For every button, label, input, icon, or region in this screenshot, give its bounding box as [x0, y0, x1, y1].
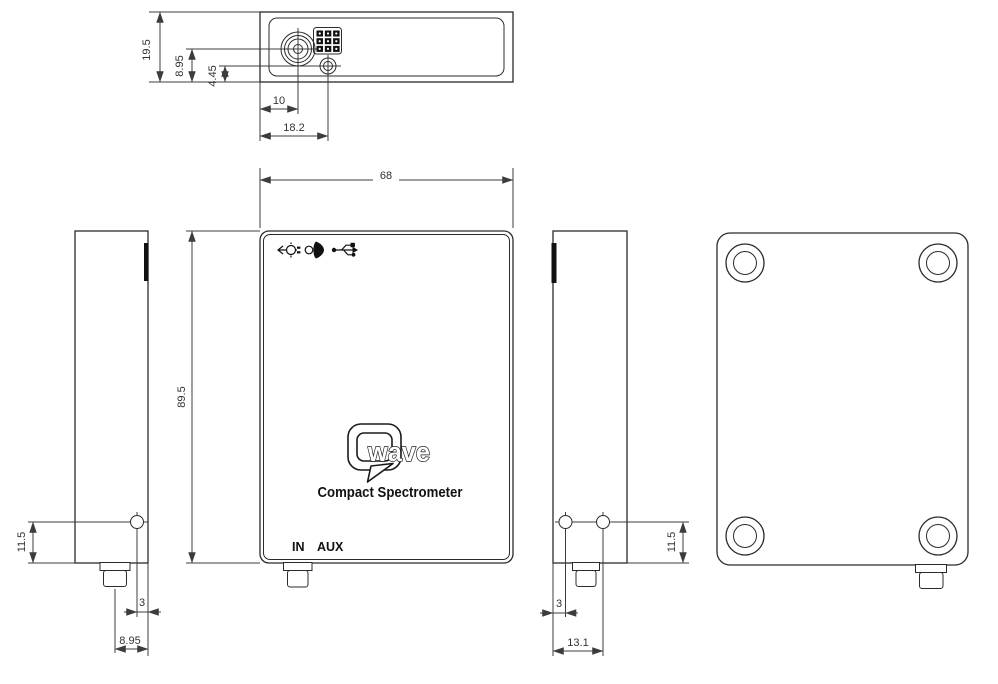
left-view-screw-hole	[130, 515, 144, 529]
right-side-view: 11.5 3 13.1	[540, 230, 689, 656]
dim-label-front-height: 89.5	[176, 386, 188, 407]
dim-label-right-hole-edge: 3	[556, 598, 562, 610]
dim-label-backing	[373, 169, 399, 182]
dim-top-sma-y: 8.95	[174, 48, 196, 83]
dim-label-top-depth: 19.5	[141, 39, 153, 60]
qwave-logo-q-tail	[366, 462, 394, 483]
dim-label-left-connector-edge: 8.95	[119, 635, 140, 647]
dim-top-depth: 19.5	[141, 11, 164, 83]
dim-top-screw-x: 18.2	[259, 122, 329, 140]
front-panel-icons	[277, 241, 358, 259]
qwave-logo-q-inner	[356, 432, 393, 462]
dim-label-right-connector-edge: 13.1	[567, 637, 588, 649]
front-bottom-connector	[283, 562, 313, 588]
left-side-view: 11.5 3 8.95	[16, 230, 161, 656]
right-view-outline	[552, 230, 628, 564]
pin-header-connector	[313, 27, 342, 55]
dim-label-front-width: 68	[380, 170, 392, 182]
led-indicator-icon	[304, 241, 324, 259]
left-view-connector	[99, 562, 131, 587]
top-view: 19.5 8.95 4.45 10 18.2	[141, 11, 514, 141]
dim-label-top-sma-x: 10	[273, 95, 285, 107]
dim-label-top-screw-y: 4.45	[207, 65, 219, 86]
dim-right-hole-edge: 3	[540, 598, 578, 617]
dim-label-right-hole-bottom: 11.5	[666, 532, 678, 553]
rubber-feet	[725, 243, 958, 556]
dim-front-height: 89.5	[176, 230, 260, 564]
dim-top-sma-x: 10	[259, 95, 299, 113]
front-view: 68 89.5	[176, 168, 514, 588]
right-view-adapter-edge	[551, 243, 557, 283]
dim-front-width: 68	[259, 168, 514, 228]
left-view-outline	[74, 230, 149, 564]
left-view-extension-lines	[28, 512, 149, 656]
qwave-logo: wave	[347, 423, 431, 483]
top-view-cover-outline	[268, 17, 505, 77]
bottom-view-outline	[716, 232, 969, 566]
usb-icon	[331, 242, 358, 257]
dim-label-left-hole-edge: 3	[139, 597, 145, 609]
right-view-extension-lines	[552, 512, 689, 656]
power-plug-icon	[277, 242, 301, 258]
right-view-screw-holes	[558, 515, 610, 529]
product-subtitle: Compact Spectrometer	[318, 485, 463, 501]
sma-connector-top	[280, 31, 316, 67]
right-view-connector	[572, 562, 600, 587]
dim-top-screw-y: 4.45	[207, 65, 229, 87]
dim-left-connector-edge: 8.95	[114, 635, 149, 653]
bottom-view	[716, 232, 969, 589]
top-view-extension-lines	[149, 11, 341, 141]
dim-right-hole-bottom: 11.5	[666, 521, 687, 564]
front-housing-outline	[259, 230, 514, 564]
screw-hole-top	[319, 57, 337, 75]
label-aux: AUX	[317, 540, 344, 554]
left-view-adapter-edge	[144, 243, 149, 281]
dim-left-hole-edge: 3	[124, 597, 161, 616]
bottom-view-connector	[915, 564, 947, 589]
dim-label-left-hole-bottom: 11.5	[16, 532, 28, 553]
top-view-housing-outline	[259, 11, 514, 83]
dim-left-hole-bottom: 11.5	[16, 521, 37, 564]
dim-right-connector-edge: 13.1	[552, 637, 604, 655]
dim-label-top-sma-y: 8.95	[174, 55, 186, 76]
pin-header-pins	[316, 30, 340, 52]
front-cover-outline	[263, 234, 510, 560]
label-in: IN	[292, 540, 305, 554]
dim-label-top-screw-x: 18.2	[283, 122, 304, 134]
qwave-logo-wave-text: wave	[367, 437, 430, 467]
